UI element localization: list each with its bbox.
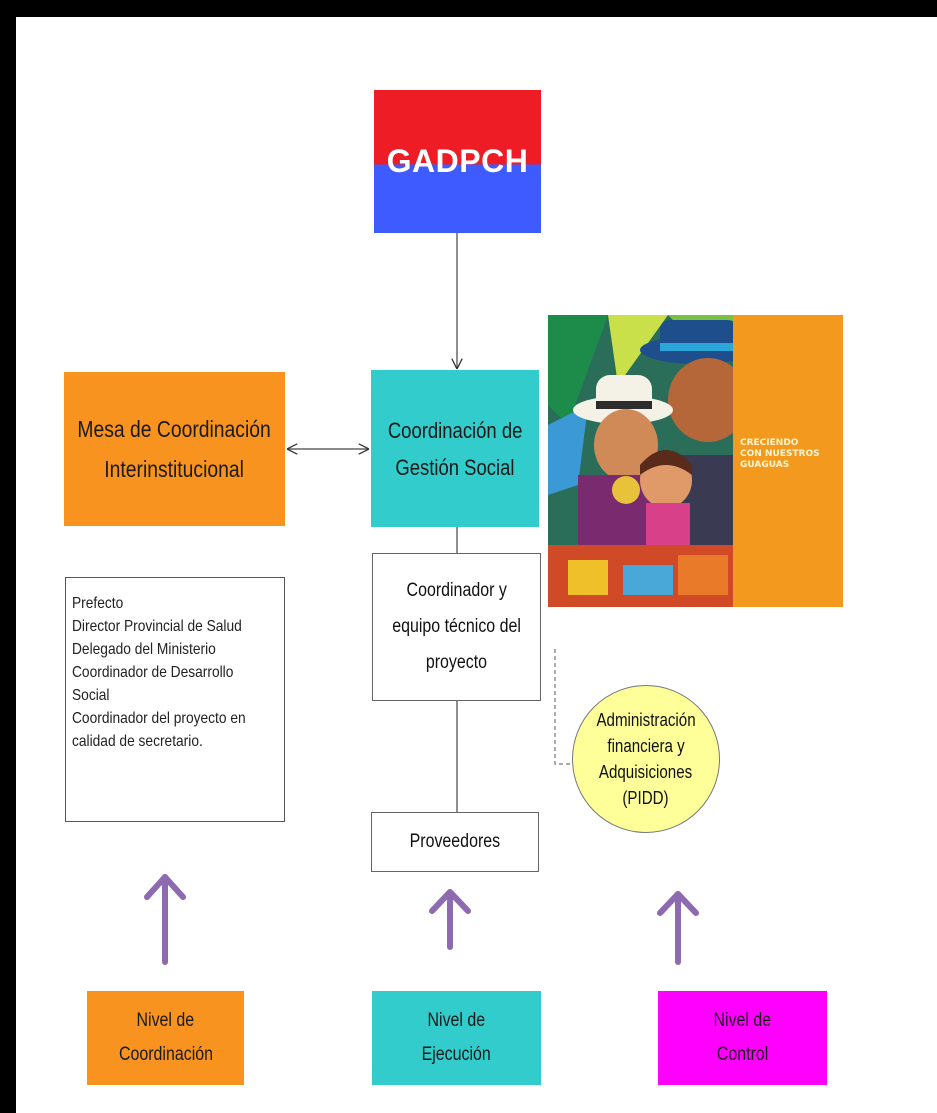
gadpch-box: GADPCH [374,90,541,233]
nivel-coord-line-1: Nivel de [136,1010,195,1031]
coord-gs-line-1: Coordinación de [387,417,523,443]
family-illustration-image: CRECIENDO CON NUESTROS GUAGUAS [548,315,843,607]
member-line: Prefecto [72,595,124,612]
equipo-line-3: proyecto [425,652,488,673]
org-chart-canvas: GADPCH Mesa de Coordinación Interinstitu… [16,17,937,1113]
administracion-financiera-circle: Administración financiera y Adquisicione… [572,685,720,833]
equipo-line-2: equipo técnico del [392,616,521,637]
nivel-coordinacion-box: Nivel de Coordinación [87,991,244,1085]
up-arrow-control [657,891,699,965]
equipo-to-admin-dashed-line [554,649,572,765]
member-line: Delegado del Ministerio [72,641,216,658]
admin-line-2: financiera y [607,736,685,756]
connectors [144,233,699,965]
nivel-ejecucion-box: Nivel de Ejecución [372,991,541,1085]
up-arrow-ejecucion [429,889,471,950]
mesa-members-list: Prefecto Director Provincial de Salud De… [65,577,285,822]
nivel-coord-line-2: Coordinación [118,1044,213,1065]
program-illustration: CRECIENDO CON NUESTROS GUAGUAS [548,315,843,607]
mesa-line-2: Interinstitucional [104,456,245,482]
gadpch-label: GADPCH [386,143,529,179]
coord-gs-line-2: Gestión Social [395,454,515,480]
illustration-caption: CRECIENDO CON NUESTROS GUAGUAS [740,438,823,470]
member-line: Social [72,687,110,704]
admin-line-4: (PIDD) [622,788,670,808]
nivel-ctrl-line-2: Control [716,1044,769,1065]
proveedores-box: Proveedores [371,812,539,872]
member-line: Coordinador del proyecto en [72,710,246,727]
coordinacion-gestion-social-box: Coordinación de Gestión Social [371,370,539,527]
nivel-ctrl-line-1: Nivel de [713,1010,772,1031]
equipo-line-1: Coordinador y [406,580,507,601]
up-arrow-coordinacion [144,874,186,965]
mesa-line-1: Mesa de Coordinación [77,416,272,442]
nivel-ejec-line-2: Ejecución [421,1044,492,1065]
mesa-coordinacion-box: Mesa de Coordinación Interinstitucional [64,372,285,526]
admin-line-3: Adquisiciones [599,762,693,782]
member-line: Coordinador de Desarrollo [72,664,234,681]
member-line: Director Provincial de Salud [72,618,242,635]
member-line: calidad de secretario. [72,733,203,750]
nivel-ejec-line-1: Nivel de [427,1010,486,1031]
proveedores-label: Proveedores [409,831,501,852]
admin-line-1: Administración [596,710,696,730]
nivel-control-box: Nivel de Control [658,991,827,1085]
equipo-tecnico-box: Coordinador y equipo técnico del proyect… [372,553,541,701]
